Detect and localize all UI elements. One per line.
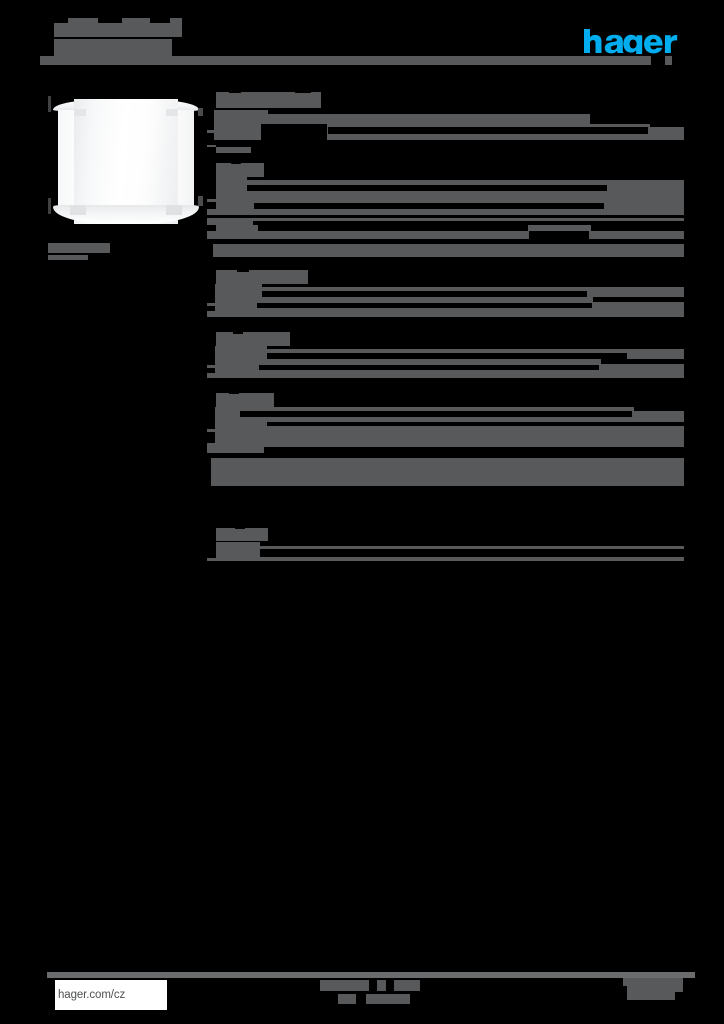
- table-row: [207, 191, 684, 209]
- footer-center-mask-b: [386, 980, 394, 991]
- specification-table: [207, 88, 685, 563]
- table-row: [207, 458, 684, 486]
- footer-page-number: [623, 978, 685, 1000]
- product-crop-mark-left-top: [48, 96, 51, 112]
- footer-divider: [47, 972, 695, 978]
- section-heading: [207, 391, 684, 407]
- product-bottom-flange: [53, 205, 199, 224]
- table-row: [207, 209, 685, 225]
- product-caption: [48, 243, 110, 253]
- product-body: [74, 99, 178, 224]
- title-mask-d: [176, 40, 186, 57]
- table-row: [207, 244, 685, 261]
- footer-page-mask-b: [623, 986, 627, 1000]
- row-gap: [207, 140, 684, 145]
- section-heading: [207, 331, 684, 346]
- footer-website-link[interactable]: hager.com/cz: [55, 980, 167, 1010]
- table-row: [207, 359, 685, 373]
- section-gap: [207, 323, 684, 331]
- page-footer: hager.com/cz: [0, 954, 724, 1024]
- table-row: [207, 225, 685, 239]
- product-column: [48, 88, 203, 260]
- table-row: [207, 110, 685, 124]
- table-row: [207, 311, 685, 323]
- product-crop-mark-left-bottom: [48, 198, 51, 214]
- footer-page-mask-a: [675, 992, 685, 1000]
- header-divider: [40, 56, 690, 65]
- table-row: [207, 124, 685, 140]
- table-row: [207, 297, 685, 311]
- section-heading: [207, 526, 684, 542]
- footer-center-block: [320, 980, 420, 1004]
- header-divider-mask-a: [651, 56, 665, 65]
- product-notch-tr: [166, 109, 178, 116]
- section-gap: [207, 153, 684, 161]
- section-gap: [207, 383, 684, 391]
- product-crop-mark-right-bottom: [198, 196, 203, 206]
- page-title-line2: [54, 39, 172, 56]
- section-heading: [207, 161, 684, 177]
- table-row: [207, 555, 685, 563]
- table-row: [207, 145, 685, 153]
- footer-center-line2: [338, 994, 410, 1004]
- section-gap: [207, 261, 684, 269]
- footer-page-number-text: [623, 978, 683, 1000]
- header-divider-mask-b: [672, 56, 690, 65]
- table-row: [207, 407, 685, 422]
- title-mask-a: [54, 18, 68, 23]
- table-row: [207, 284, 685, 297]
- table-row: [207, 437, 685, 453]
- footer-center-mask-c: [356, 994, 366, 1004]
- row-gap: [207, 239, 684, 244]
- table-row: [207, 542, 685, 555]
- product-crop-mark-right-top: [198, 108, 203, 116]
- section-heading: [207, 269, 684, 284]
- product-notch-br: [166, 205, 182, 215]
- table-row: [207, 346, 685, 359]
- row-gap: [207, 453, 684, 458]
- table-row: [207, 373, 685, 383]
- product-image: [48, 88, 203, 233]
- title-mask-b: [98, 18, 122, 23]
- product-notch-tl: [74, 109, 86, 116]
- footer-website-text: hager.com/cz: [58, 989, 126, 1001]
- table-row: [207, 177, 685, 191]
- section-gap-large: [207, 486, 684, 526]
- title-mask-c: [150, 18, 170, 23]
- hager-logo[interactable]: [584, 28, 678, 54]
- product-notch-bl: [70, 205, 86, 215]
- product-caption-sub: [48, 255, 88, 260]
- footer-center-mask-a: [369, 980, 377, 991]
- page-title: [54, 18, 182, 56]
- section-heading: [207, 88, 684, 110]
- table-row: [207, 422, 685, 437]
- page-header: [0, 0, 724, 70]
